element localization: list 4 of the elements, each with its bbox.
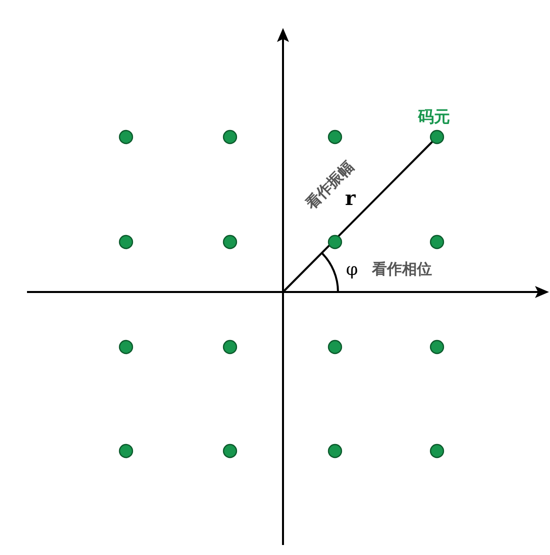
angle-label: φ — [346, 262, 358, 279]
symbol-label: 码元 — [418, 109, 450, 125]
radius-label: r — [345, 188, 356, 208]
phase-label: 看作相位 — [372, 262, 432, 277]
